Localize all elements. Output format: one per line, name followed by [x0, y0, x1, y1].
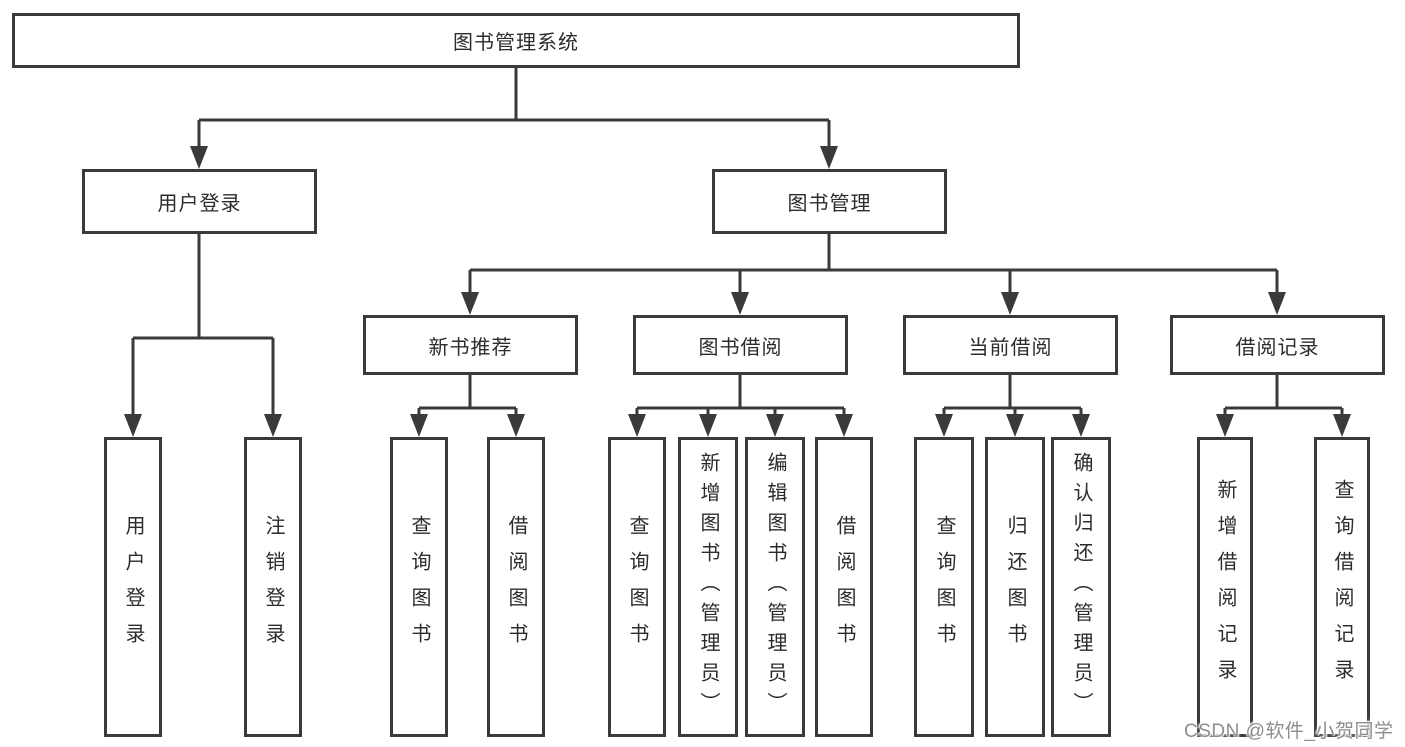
node-label: 确认归还（管理员） — [1070, 452, 1092, 722]
node-label: 新增图书（管理员） — [697, 452, 719, 722]
node-label: 编辑图书（管理员） — [764, 452, 786, 722]
node-label: 借阅记录 — [1235, 336, 1320, 359]
node-label: 查询图书 — [933, 515, 955, 659]
node-label: 查询图书 — [408, 515, 430, 659]
node-label: 用户登录 — [122, 515, 144, 659]
node-borrowing-records: 借阅记录 — [1170, 315, 1385, 375]
node-label: 借阅图书 — [833, 515, 855, 659]
leaf-query-borrow-record: 查询借阅记录 — [1314, 437, 1370, 737]
node-label: 新增借阅记录 — [1214, 479, 1236, 695]
node-label: 归还图书 — [1004, 515, 1026, 659]
node-new-book-recommend: 新书推荐 — [363, 315, 578, 375]
node-label: 查询借阅记录 — [1331, 479, 1353, 695]
node-book-borrowing: 图书借阅 — [633, 315, 848, 375]
leaf-edit-books-admin: 编辑图书（管理员） — [745, 437, 805, 737]
leaf-confirm-return-admin: 确认归还（管理员） — [1051, 437, 1111, 737]
node-root-book-management-system: 图书管理系统 — [12, 13, 1020, 68]
leaf-logout: 注销登录 — [244, 437, 302, 737]
leaf-borrow-books-2: 借阅图书 — [815, 437, 873, 737]
node-label: 用户登录 — [157, 193, 242, 215]
leaf-user-login: 用户登录 — [104, 437, 162, 737]
leaf-query-books-1: 查询图书 — [390, 437, 448, 737]
leaf-return-books: 归还图书 — [985, 437, 1045, 737]
node-current-borrowing: 当前借阅 — [903, 315, 1118, 375]
node-book-management: 图书管理 — [712, 169, 947, 234]
leaf-query-books-3: 查询图书 — [914, 437, 974, 737]
leaf-query-books-2: 查询图书 — [608, 437, 666, 737]
csdn-watermark: CSDN @软件_小贺同学 — [1184, 721, 1394, 742]
leaf-add-books-admin: 新增图书（管理员） — [678, 437, 738, 737]
node-label: 新书推荐 — [428, 336, 513, 359]
node-label: 图书管理 — [787, 193, 872, 215]
leaf-add-borrow-record: 新增借阅记录 — [1197, 437, 1253, 737]
node-label: 当前借阅 — [968, 336, 1053, 359]
node-label: 注销登录 — [262, 515, 284, 659]
node-label: 借阅图书 — [505, 515, 527, 659]
node-label: 查询图书 — [626, 515, 648, 659]
leaf-borrow-books-1: 借阅图书 — [487, 437, 545, 737]
node-label: 图书借阅 — [698, 336, 783, 359]
node-user-login: 用户登录 — [82, 169, 317, 234]
node-label: 图书管理系统 — [453, 32, 579, 54]
